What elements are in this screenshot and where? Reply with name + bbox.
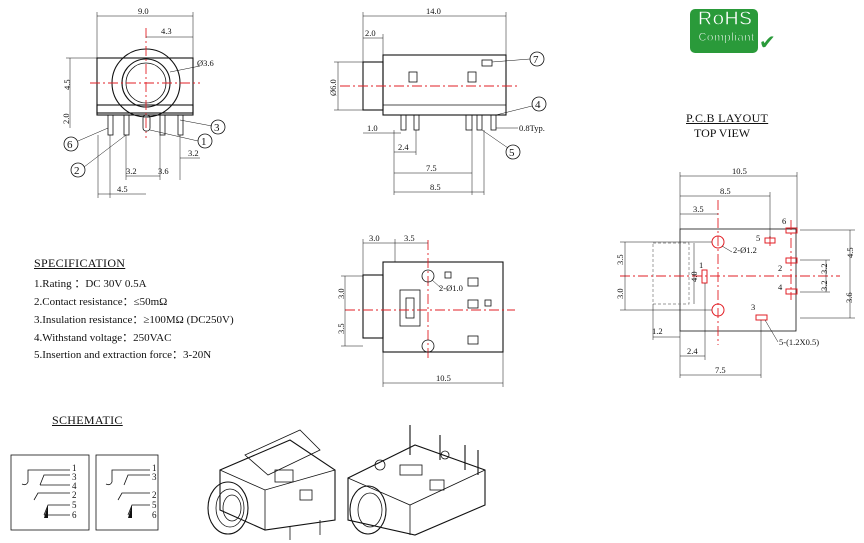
bottom-view: 3.0 3.5 3.0 3.5 10.5 2-Ø1.0 bbox=[336, 233, 515, 387]
pcb-pin-3: 3 bbox=[751, 302, 755, 312]
pcb-holes-label: 2-Ø1.2 bbox=[733, 245, 757, 255]
perspective-view-left bbox=[207, 429, 336, 540]
dim-pin-a: 2.4 bbox=[398, 142, 409, 152]
pcb-pin-4: 4 bbox=[778, 282, 783, 292]
rohs-title: RoHS bbox=[697, 7, 753, 30]
perspective-view-right bbox=[347, 425, 486, 536]
pcb-dim-inner: 4.0 bbox=[689, 271, 699, 282]
dim-nose: 2.0 bbox=[365, 28, 376, 38]
schematic-title: SCHEMATIC bbox=[52, 413, 123, 427]
dim-lead: 1.0 bbox=[367, 123, 378, 133]
schem-right-pin-5: 5 bbox=[152, 500, 157, 510]
pcb-dim-bot-c: 7.5 bbox=[715, 365, 726, 375]
dim-width: 9.0 bbox=[138, 6, 149, 16]
dim-hole: Ø3.6 bbox=[197, 58, 214, 68]
pcb-pin-5: 5 bbox=[756, 233, 760, 243]
pcb-pin-2: 2 bbox=[778, 263, 782, 273]
pcb-dim-bot-b: 2.4 bbox=[687, 346, 698, 356]
schem-right-pin-6: 6 bbox=[152, 510, 157, 520]
front-view: 9.0 4.3 4.5 2.0 Ø3.6 3.2 3.6 3.2 4.5 1 2 bbox=[61, 6, 226, 198]
dim-pitch-c: 3.2 bbox=[188, 148, 199, 158]
schem-left-pin-1: 1 bbox=[72, 463, 77, 473]
dim-base: 2.0 bbox=[61, 113, 71, 124]
dim-bottom: 4.5 bbox=[117, 184, 128, 194]
front-pin-6: 6 bbox=[67, 139, 73, 151]
dim-offset: 4.3 bbox=[161, 26, 172, 36]
check-icon: ✔ bbox=[759, 30, 776, 54]
rohs-subtitle: Compliant bbox=[698, 32, 755, 45]
schem-left-pin-5: 5 bbox=[72, 500, 77, 510]
pcb-dim-right-c: 3.2 bbox=[819, 280, 829, 291]
pcb-pads-label: 5-(1.2X0.5) bbox=[779, 337, 819, 347]
pcb-layout-title: P.C.B LAYOUT bbox=[686, 111, 769, 125]
schem-left-pin-6: 6 bbox=[72, 510, 77, 520]
spec-item-1: 1.Rating ：DC 30V 0.5A bbox=[34, 278, 147, 290]
bot-dim-d: 3.5 bbox=[336, 323, 346, 334]
schem-right-pin-1: 1 bbox=[152, 463, 157, 473]
pcb-dim-left-a: 3.5 bbox=[615, 254, 625, 265]
spec-title: SPECIFICATION bbox=[34, 256, 126, 270]
bot-dim-e: 10.5 bbox=[436, 373, 451, 383]
dim-pin-b: 7.5 bbox=[426, 163, 437, 173]
front-pin-3: 3 bbox=[214, 122, 220, 134]
side-pin-4: 4 bbox=[535, 99, 541, 111]
side-view: 14.0 2.0 Ø6.0 1.0 2.4 7.5 8.5 0.8Typ. 7 bbox=[328, 6, 547, 195]
schem-left-pin-3: 3 bbox=[72, 472, 77, 482]
schem-left-pin-4: 4 bbox=[72, 481, 77, 491]
pcb-layout: 10.5 8.5 3.5 3.5 3.0 4.0 4.5 3.2 3.2 3.6… bbox=[615, 166, 855, 378]
bot-dim-c: 3.0 bbox=[336, 288, 346, 299]
pcb-layout-subtitle: TOP VIEW bbox=[694, 126, 751, 140]
spec-item-4: 4.Withstand voltage：250VAC bbox=[34, 332, 172, 344]
dim-height: 4.5 bbox=[62, 79, 72, 90]
schem-right-pin-3: 3 bbox=[152, 472, 157, 482]
bot-holes-label: 2-Ø1.0 bbox=[439, 283, 463, 293]
spec-item-3: 3.Insulation resistance：≥100MΩ (DC250V) bbox=[34, 314, 234, 326]
pcb-dim-right-a: 4.5 bbox=[845, 247, 855, 258]
dim-length: 14.0 bbox=[426, 6, 441, 16]
pcb-pin-6: 6 bbox=[782, 216, 786, 226]
dim-pitch-a: 3.2 bbox=[126, 166, 137, 176]
front-pin-2: 2 bbox=[74, 165, 80, 177]
pcb-dim-right-d: 3.6 bbox=[844, 292, 854, 303]
pcb-dim-bot-a: 1.2 bbox=[652, 326, 663, 336]
bot-dim-a: 3.0 bbox=[369, 233, 380, 243]
rohs-badge-shape bbox=[690, 9, 758, 53]
dim-pin-width: 0.8Typ. bbox=[519, 123, 545, 133]
pcb-dim-mid: 8.5 bbox=[720, 186, 731, 196]
pcb-pin-1: 1 bbox=[699, 260, 703, 270]
pcb-dim-total: 10.5 bbox=[732, 166, 747, 176]
dim-pitch-b: 3.6 bbox=[158, 166, 169, 176]
schem-left-pin-2: 2 bbox=[72, 490, 77, 500]
side-pin-5: 5 bbox=[509, 147, 515, 159]
pcb-dim-near: 3.5 bbox=[693, 204, 704, 214]
dim-diameter: Ø6.0 bbox=[328, 79, 338, 96]
schematic bbox=[10, 454, 159, 531]
pcb-dim-left-b: 3.0 bbox=[615, 288, 625, 299]
dim-pin-c: 8.5 bbox=[430, 182, 441, 192]
rohs-logo: RoHS Compliant ✔ bbox=[689, 7, 779, 56]
bot-dim-b: 3.5 bbox=[404, 233, 415, 243]
spec-item-5: 5.Insertion and extraction force：3-20N bbox=[34, 349, 212, 361]
schem-right-pin-2: 2 bbox=[152, 490, 157, 500]
side-pin-7: 7 bbox=[533, 54, 539, 66]
front-pin-1: 1 bbox=[201, 136, 207, 148]
spec-item-2: 2.Contact resistance：≤50mΩ bbox=[34, 296, 168, 308]
pcb-dim-right-b: 3.2 bbox=[819, 263, 829, 274]
